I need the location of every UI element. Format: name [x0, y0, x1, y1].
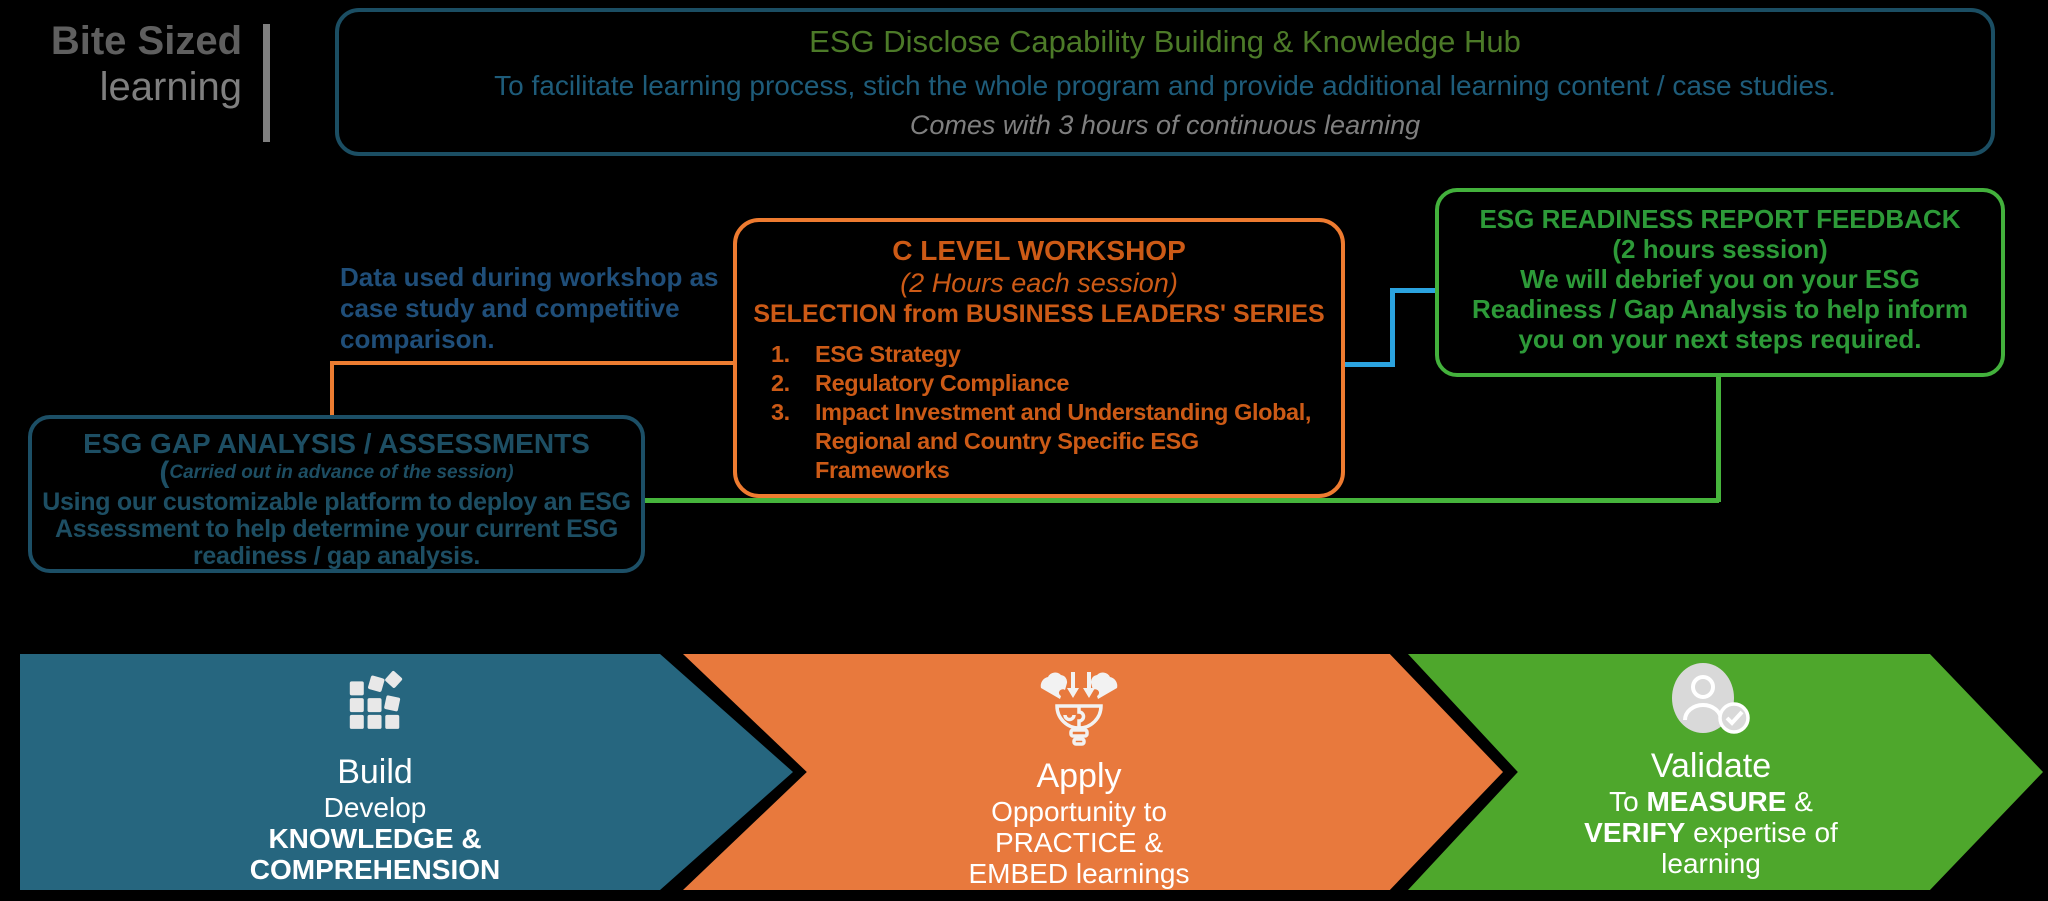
readiness-feedback-box: ESG READINESS REPORT FEEDBACK (2 hours s…	[1435, 188, 2005, 377]
workshop-topic-list: 1.ESG Strategy 2.Regulatory Compliance 3.I…	[737, 340, 1341, 485]
workshop-data-note: Data used during workshop as case study …	[340, 262, 719, 354]
connector-blue-segment1	[1345, 362, 1395, 367]
step-line: PRACTICE &	[994, 827, 1164, 858]
connector-blue-segment2	[1390, 288, 1395, 367]
step-line: EMBED learnings	[968, 858, 1190, 889]
workshop-topic-item: 2.Regulatory Compliance	[771, 370, 1070, 396]
step-headline: Validate	[1650, 747, 1772, 785]
step-line: COMPREHENSION	[249, 854, 501, 885]
workshop-title: C LEVEL WORKSHOP	[892, 235, 1186, 266]
gap-analysis-session-note: (Carried out in advance of the session)	[32, 458, 641, 488]
step-headline: Build	[337, 753, 413, 791]
person-check-icon	[1481, 662, 1941, 736]
workshop-topic-item: 1.ESG Strategy	[771, 341, 961, 367]
hub-subtitle: To facilitate learning process, stich th…	[494, 70, 1836, 101]
step-line: Develop	[323, 792, 427, 823]
c-level-workshop-box: C LEVEL WORKSHOP (2 Hours each session) …	[733, 218, 1345, 498]
gap-analysis-box: ESG GAP ANALYSIS / ASSESSMENTS (Carried …	[28, 415, 645, 573]
step-line: Opportunity to	[991, 796, 1167, 827]
readiness-session-note: (2 hours session)	[1612, 234, 1828, 264]
blocks-icon	[145, 670, 605, 730]
brand-divider	[263, 24, 270, 142]
brand-line1: Bite Sized	[50, 19, 242, 63]
hub-title: ESG Disclose Capability Building & Knowl…	[809, 24, 1521, 59]
connector-green-vertical	[1716, 375, 1721, 502]
workshop-session-note: (2 Hours each session)	[900, 268, 1178, 298]
step-line: learning	[1661, 848, 1761, 879]
paren-glyph: (	[159, 456, 170, 489]
step-line: To MEASURE &	[1609, 786, 1813, 817]
workshop-selection-heading: SELECTION from BUSINESS LEADERS' SERIES	[753, 300, 1325, 328]
brand-line2: learning	[99, 65, 242, 109]
connector-blue-segment3	[1390, 288, 1437, 293]
readiness-title: ESG READINESS REPORT FEEDBACK	[1479, 204, 1961, 234]
readiness-body: We will debrief you on your ESG Readines…	[1471, 264, 1969, 354]
brand-label: Bite Sized learning	[30, 18, 242, 110]
gap-analysis-title: ESG GAP ANALYSIS / ASSESSMENTS	[83, 428, 590, 459]
step-headline: Apply	[1036, 757, 1122, 795]
knowledge-hub-box: ESG Disclose Capability Building & Knowl…	[335, 8, 1995, 156]
gap-analysis-session-text: Carried out in advance of the session)	[169, 462, 514, 483]
connector-orange-horizontal	[330, 361, 737, 365]
workshop-topic-item: 3.Impact Investment and Understanding Gl…	[771, 399, 1311, 483]
process-step-validate: Validate To MEASURE &VERIFY expertise of…	[1408, 654, 2043, 890]
step-line: KNOWLEDGE &	[268, 823, 482, 854]
hub-note: Comes with 3 hours of continuous learnin…	[909, 110, 1421, 140]
step-content: Validate To MEASURE &VERIFY expertise of…	[1481, 662, 1941, 879]
connector-orange-vertical	[330, 361, 334, 418]
knowledge-transfer-icon	[849, 668, 1309, 750]
gap-analysis-body: Using our customizable platform to deplo…	[42, 488, 631, 570]
step-line: VERIFY expertise of	[1584, 817, 1838, 848]
connector-green-horizontal	[645, 498, 1719, 503]
